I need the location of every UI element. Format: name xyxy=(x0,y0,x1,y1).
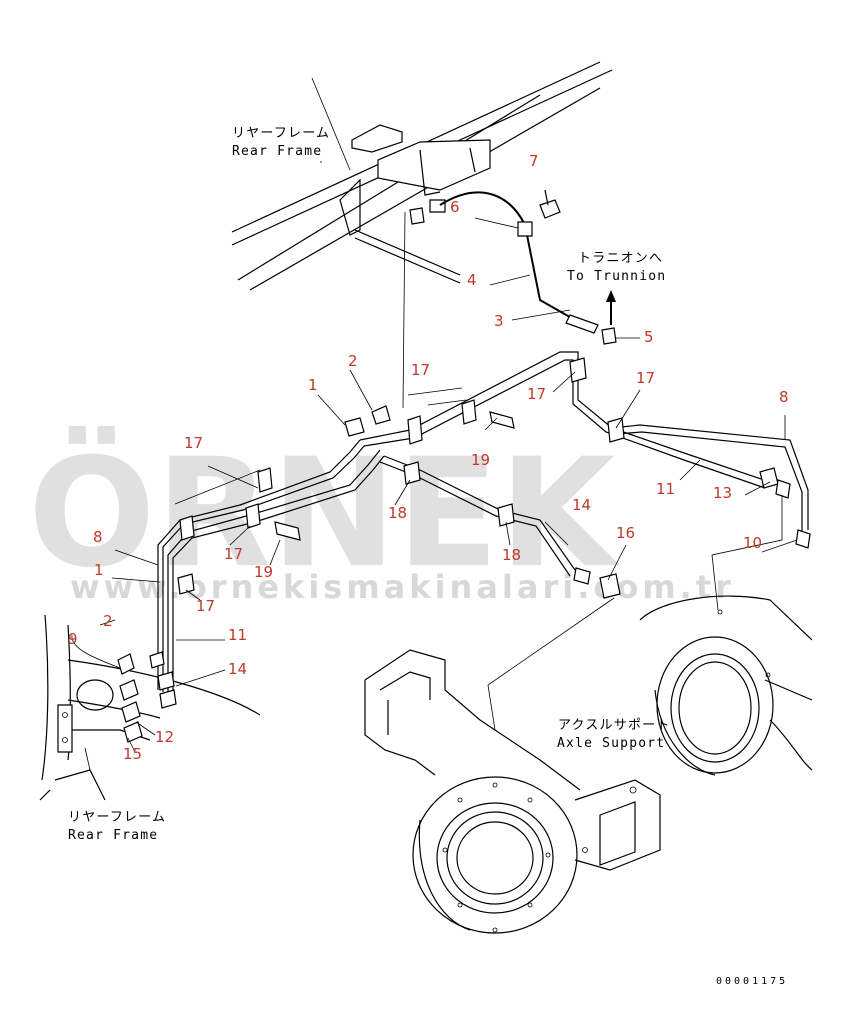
caption-trunnion-jp: トラニオンへ xyxy=(578,251,663,266)
part-label-3: 3 xyxy=(494,312,504,330)
caption-rear-frame-top-jp: リヤーフレーム xyxy=(232,126,330,141)
part-label-19: 19 xyxy=(471,451,490,469)
part-label-1: 1 xyxy=(308,376,318,394)
part-label-17: 17 xyxy=(636,369,655,387)
part-label-2: 2 xyxy=(103,612,113,630)
part-label-11: 11 xyxy=(656,480,675,498)
part-label-14: 14 xyxy=(228,660,247,678)
part-label-17: 17 xyxy=(411,361,430,379)
watermark-brand: ÖRNEK xyxy=(28,425,620,601)
part-label-11: 11 xyxy=(228,626,247,644)
part-label-13: 13 xyxy=(713,484,732,502)
caption-rear-frame-bottom-jp: リヤーフレーム xyxy=(68,810,166,825)
part-label-17: 17 xyxy=(196,597,215,615)
part-label-16: 16 xyxy=(616,524,635,542)
caption-axle-support-jp: アクスルサポート xyxy=(558,718,671,733)
main-brake-pipes xyxy=(111,351,811,696)
part-label-1: 1 xyxy=(94,561,104,579)
part-label-6: 6 xyxy=(450,198,460,216)
part-label-2: 2 xyxy=(348,352,358,370)
clamp-17a xyxy=(257,467,273,493)
caption-rear-frame-bottom-en: Rear Frame xyxy=(68,828,158,843)
part-label-17: 17 xyxy=(224,545,243,563)
part-label-17: 17 xyxy=(527,385,546,403)
part-label-10: 10 xyxy=(743,534,762,552)
captions: リヤーフレーム Rear Frame トラニオンへ To Trunnion アク… xyxy=(68,126,788,987)
part-label-18: 18 xyxy=(388,504,407,522)
part-label-8: 8 xyxy=(93,528,103,546)
caption-trunnion-en: To Trunnion xyxy=(567,269,666,284)
part-label-4: 4 xyxy=(467,271,477,289)
trunnion-hose-assembly xyxy=(402,189,640,409)
watermark-url: www.ornekismakinalari.com.tr xyxy=(70,568,735,606)
drawing-code: 00001175 xyxy=(716,976,788,987)
part-label-12: 12 xyxy=(155,728,174,746)
axle-support xyxy=(364,495,813,934)
rear-frame-top xyxy=(231,61,613,291)
part-number-labels: 1 1 2 2 3 4 5 6 7 8 8 9 10 11 11 12 13 1… xyxy=(68,152,789,763)
part-label-8: 8 xyxy=(779,388,789,406)
watermark: ÖRNEK www.ornekismakinalari.com.tr xyxy=(28,425,735,606)
part-label-18: 18 xyxy=(502,546,521,564)
part-label-5: 5 xyxy=(644,328,654,346)
caption-rear-frame-top-en: Rear Frame xyxy=(232,144,322,159)
part-label-17: 17 xyxy=(184,434,203,452)
part-label-14: 14 xyxy=(572,496,591,514)
part-label-15: 15 xyxy=(123,745,142,763)
rear-frame-left xyxy=(39,614,261,801)
caption-axle-support-en: Axle Support xyxy=(557,736,665,751)
part-label-9: 9 xyxy=(68,630,78,648)
part-label-19: 19 xyxy=(254,563,273,581)
part-label-7: 7 xyxy=(529,152,539,170)
